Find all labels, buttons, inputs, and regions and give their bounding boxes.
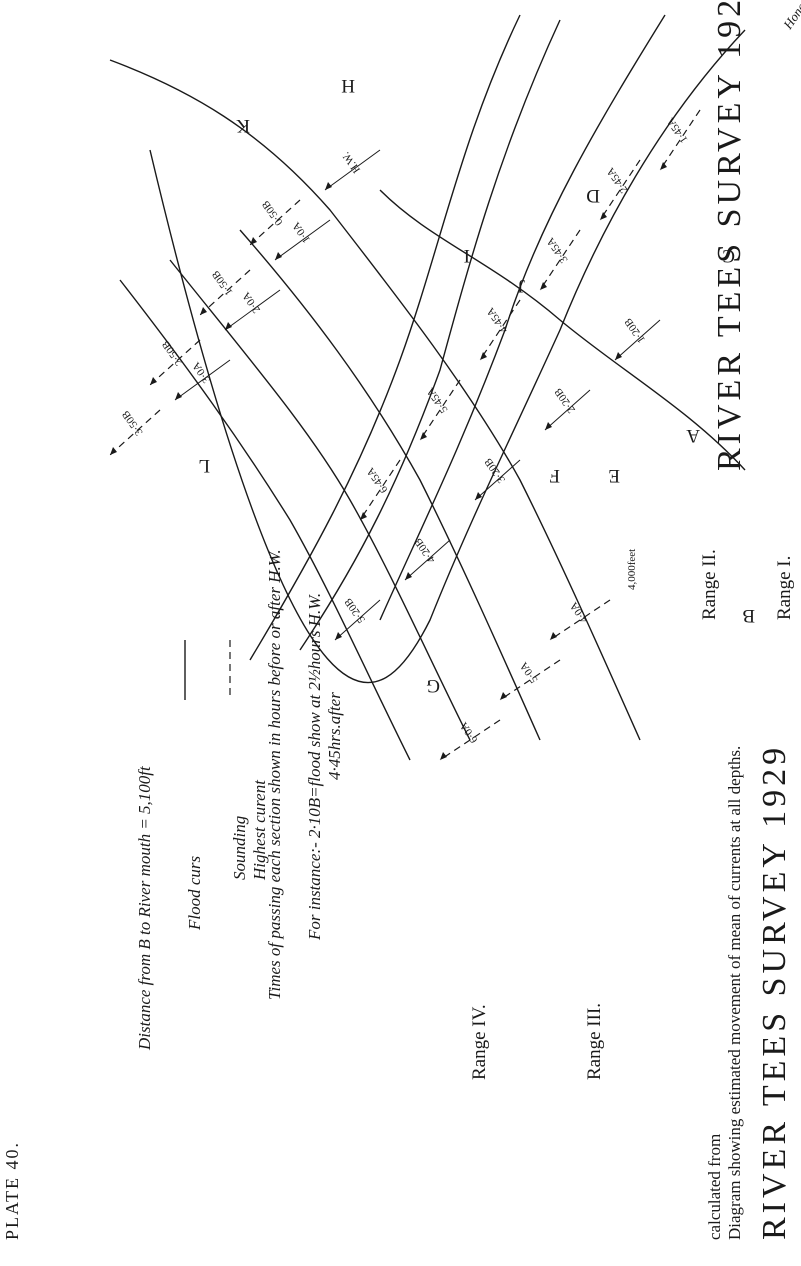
arrow-label-b5: 5·20B	[342, 596, 368, 625]
curve-7	[239, 229, 541, 741]
arrow-head-a6	[360, 512, 367, 520]
flow-arrow-a1	[659, 109, 701, 171]
range-curves	[109, 14, 746, 761]
plate-title: RIVER TEES SURVEY 1929	[711, 0, 748, 471]
arrow-head-a5	[420, 432, 427, 440]
flow-arrow-b4	[404, 539, 451, 581]
curve-8	[169, 259, 471, 741]
flow-arrow-d1	[324, 149, 381, 191]
flow-arrow-b5	[334, 599, 381, 641]
plate-title-vertical: RIVER TEES SURVEY 1929	[756, 744, 793, 1240]
range-label-3: Range III.	[584, 1003, 605, 1080]
flow-arrow-d4	[174, 359, 231, 401]
flow-arrow-e2	[499, 659, 561, 701]
plate-number: PLATE 40.	[2, 1141, 22, 1240]
station-b: B	[742, 605, 755, 626]
arrow-head-b1	[615, 352, 622, 360]
arrow-head-e3	[440, 752, 447, 760]
station-letters: A B C D E F G H I J K L	[198, 75, 755, 696]
arrow-label-d2: 1·0A	[290, 220, 313, 245]
arrow-label-d4: 3·0A	[190, 360, 213, 385]
curve-1	[149, 29, 746, 684]
arrow-label-b4: 4·20B	[412, 536, 438, 565]
legend-instance: For instance:- 2·10B=flood show at 2½hou…	[305, 593, 324, 941]
curve-3	[299, 19, 561, 651]
flow-arrow-b2	[544, 389, 591, 431]
station-c: C	[722, 245, 735, 266]
corner-label: Hone W.	[780, 0, 801, 33]
range-label-2: Range II.	[699, 549, 720, 620]
arrow-head-d4	[175, 392, 182, 400]
curve-2	[379, 14, 666, 621]
arrow-head-b5	[335, 632, 342, 640]
arrow-label-b3: 3·20B	[482, 456, 508, 485]
arrow-head-d3	[225, 322, 232, 330]
station-d: D	[586, 185, 600, 206]
legend-highest-tide: Highest curent	[250, 779, 269, 881]
legend-instance-time: 4·45hrs.after	[325, 692, 344, 780]
arrow-head-a1	[660, 162, 667, 170]
curve-4	[249, 14, 521, 661]
flow-arrow-d3	[224, 289, 281, 331]
arrow-head-e2	[500, 692, 507, 700]
range-label-4: Range IV.	[469, 1004, 490, 1080]
arrow-head-c3	[150, 377, 157, 385]
arrow-label-c1: 0·50B	[260, 198, 286, 227]
arrow-head-a4	[480, 352, 487, 360]
arrow-label-c4: 3·50B	[120, 408, 146, 437]
station-i: I	[464, 245, 470, 266]
arrow-label-e2: 5·0A	[518, 660, 541, 685]
arrow-label-b2: 2·20B	[552, 386, 578, 415]
legend-flood-curs: Flood curs	[185, 855, 204, 931]
arrow-label-c3: 2·50B	[160, 338, 186, 367]
curve-9	[119, 279, 411, 761]
arrow-label-d1: H.W.	[340, 149, 363, 175]
flow-arrow-a3	[539, 229, 581, 291]
plate-subtitle: Diagram showing estimated movement of me…	[725, 746, 744, 1240]
station-l: L	[198, 455, 210, 476]
flow-arrow-b1	[614, 319, 661, 361]
flow-arrow-a2	[599, 159, 641, 221]
station-a: A	[686, 425, 700, 446]
arrow-head-d2	[275, 252, 282, 260]
arrow-head-e1	[550, 632, 557, 640]
arrow-head-d1	[325, 182, 332, 190]
flow-arrow-d2	[274, 219, 331, 261]
curve-5	[379, 189, 746, 471]
arrow-label-e3: 6·0A	[458, 720, 481, 745]
arrow-label-d3: 2·0A	[240, 290, 263, 315]
range-label-1: Range I.	[774, 556, 795, 620]
arrow-head-c2	[200, 307, 207, 315]
flow-arrows: 1·45A2·45A3·45A4·45A5·45A6·45A1·20B2·20B…	[109, 109, 701, 761]
arrow-head-b2	[545, 422, 552, 430]
station-j: J	[518, 275, 525, 296]
legend-distance-value: 4,000feet	[626, 549, 638, 590]
station-f: F	[549, 465, 560, 486]
plate-subtitle-2: calculated from	[705, 1134, 724, 1240]
arrow-label-b1: 1·20B	[622, 316, 648, 345]
arrow-head-c1	[250, 237, 257, 245]
arrow-head-b4	[405, 572, 412, 580]
flow-arrow-e3	[439, 719, 501, 761]
arrow-head-a2	[600, 212, 607, 220]
arrow-label-e1: 4·0A	[568, 600, 591, 625]
legend-distance: Distance from B to River mouth = 5,100ft	[135, 765, 154, 1051]
flow-arrow-b3	[474, 459, 521, 501]
arrow-head-b3	[475, 492, 482, 500]
station-k: K	[236, 115, 250, 136]
flow-arrow-a6	[359, 459, 401, 521]
station-g: G	[426, 675, 440, 696]
arrow-label-c2: 1·50B	[210, 268, 236, 297]
legend-tide-speed: Times of passing each section shown in h…	[265, 549, 284, 1000]
station-e: E	[608, 465, 620, 486]
arrow-head-c4	[110, 447, 117, 455]
flow-arrow-a5	[419, 379, 461, 441]
curve-6	[109, 59, 641, 741]
arrow-head-a3	[540, 282, 547, 290]
flow-arrow-a4	[479, 299, 521, 361]
flow-arrow-e1	[549, 599, 611, 641]
station-h: H	[341, 75, 355, 96]
legend-flood-show: Sounding	[230, 816, 249, 880]
